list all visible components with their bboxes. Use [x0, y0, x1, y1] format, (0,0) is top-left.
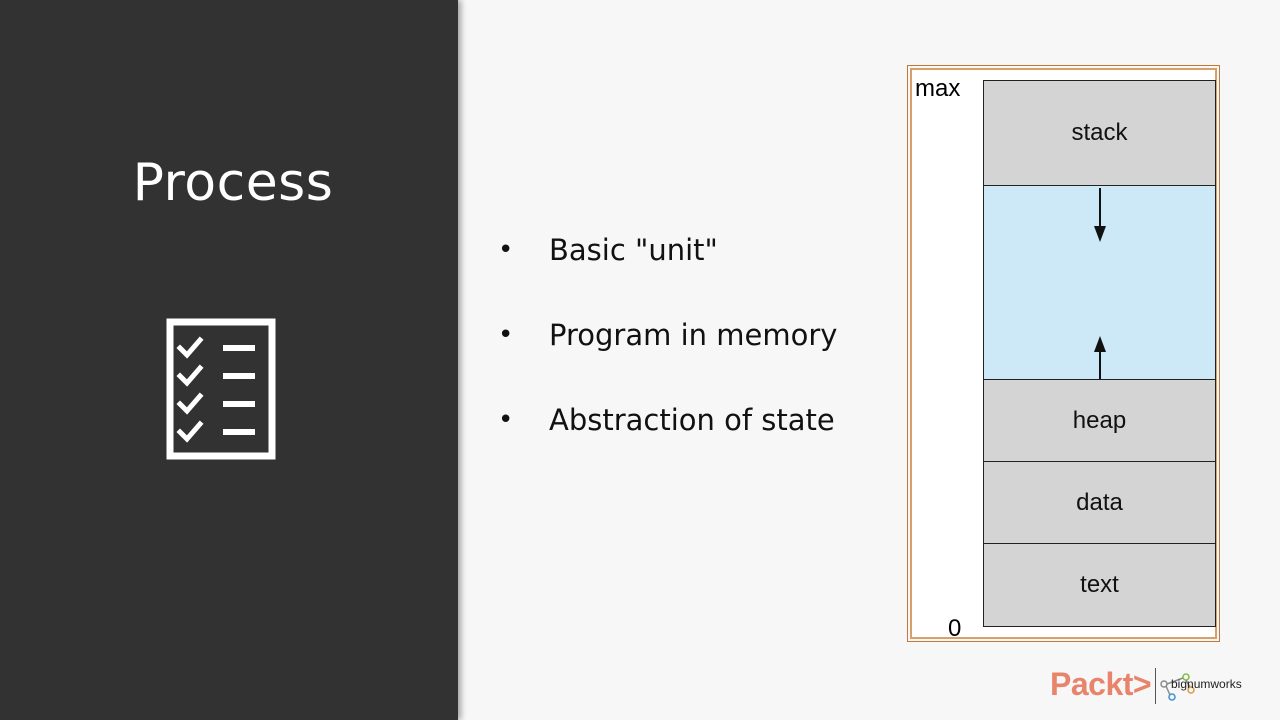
zero-address-label: 0: [948, 615, 962, 642]
bullet-text: Abstraction of state: [549, 403, 835, 437]
data-segment: data: [983, 461, 1216, 544]
checklist-icon: [166, 318, 276, 460]
max-address-label: max: [915, 75, 961, 102]
stack-label: stack: [1071, 119, 1128, 146]
bignumworks-logo-text: bignumworks: [1171, 677, 1242, 691]
bullet-item: • Abstraction of state: [498, 395, 837, 480]
text-label: text: [1080, 571, 1119, 598]
packt-logo: Packt>: [1050, 666, 1152, 702]
title-panel: Process: [0, 0, 458, 720]
branding: Packt> bignumworks: [1050, 666, 1270, 710]
bullet-item: • Program in memory: [498, 310, 837, 395]
heap-label: heap: [1072, 406, 1127, 434]
bignumworks-logo-icon: [1160, 673, 1195, 701]
free-space-segment: [983, 185, 1216, 380]
bullet-dot: •: [498, 235, 514, 265]
bullet-list: • Basic "unit" • Program in memory • Abs…: [498, 225, 837, 480]
logo-divider: [1155, 668, 1156, 704]
bullet-dot: •: [498, 320, 514, 350]
bullet-dot: •: [498, 405, 514, 435]
slide-title: Process: [132, 153, 334, 213]
stack-segment: stack: [983, 80, 1216, 186]
bullet-text: Program in memory: [549, 318, 838, 352]
arrow-up-icon: [1094, 336, 1106, 379]
text-segment: text: [983, 543, 1216, 627]
bullet-text: Basic "unit": [549, 233, 718, 267]
arrow-down-icon: [1094, 188, 1106, 242]
data-label: data: [1076, 488, 1123, 516]
process-memory-diagram: max 0 stack heap data text: [907, 65, 1220, 642]
bullet-item: • Basic "unit": [498, 225, 837, 310]
heap-segment: heap: [983, 379, 1216, 462]
